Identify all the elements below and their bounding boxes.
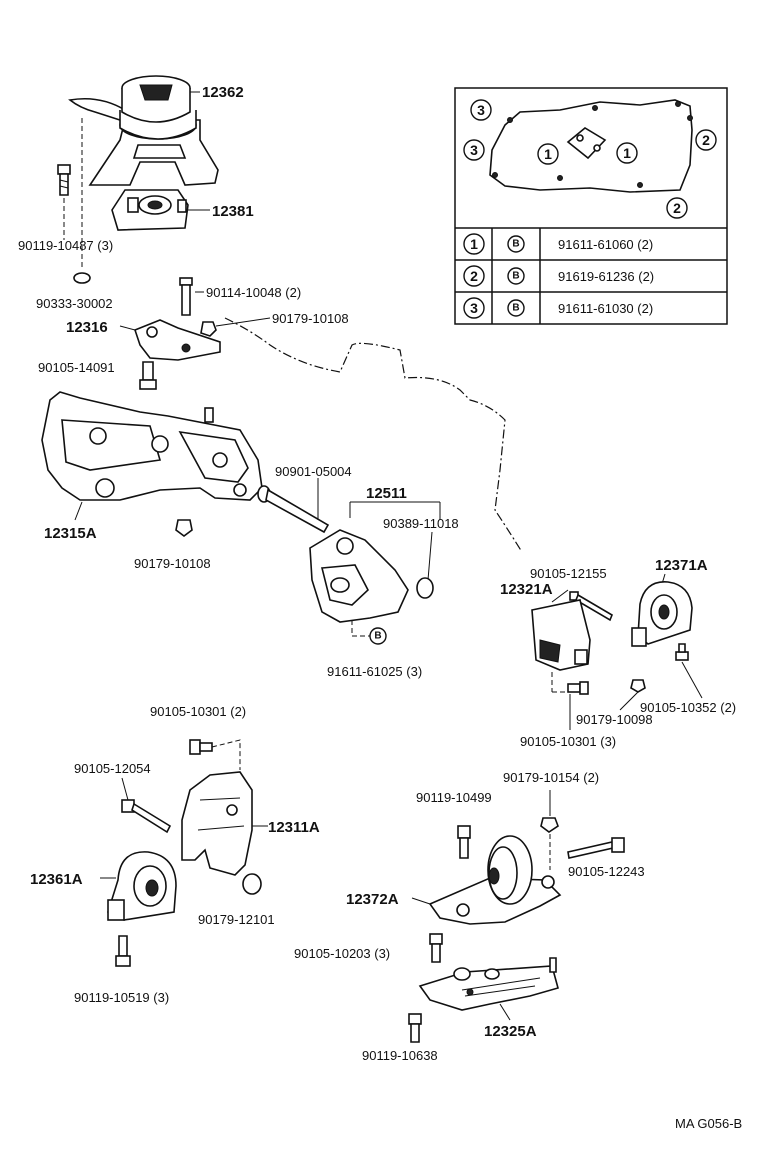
part-12315A-engine-bracket bbox=[41, 391, 263, 501]
label-90105-12054: 90105-12054 bbox=[74, 761, 151, 776]
part-12311A-bracket bbox=[181, 771, 253, 876]
legend-row-1-number: 1 bbox=[470, 236, 478, 252]
label-90105-10352: 90105-10352 (2) bbox=[640, 700, 736, 715]
label-12321A: 12321A bbox=[500, 581, 553, 598]
bolt-symbol-b: B bbox=[374, 631, 381, 642]
inset-marker-4: 1 bbox=[623, 145, 631, 161]
label-90105-12155: 90105-12155 bbox=[530, 566, 607, 581]
label-90333-30002: 90333-30002 bbox=[36, 296, 113, 311]
label-90105-10301-right: 90105-10301 (3) bbox=[520, 734, 616, 749]
label-12311A: 12311A bbox=[268, 819, 320, 836]
bolt-90105-12243-icon bbox=[567, 837, 625, 859]
nut-90179-12101-icon bbox=[242, 873, 262, 895]
label-12316: 12316 bbox=[66, 319, 108, 336]
part-12325A-bracket bbox=[418, 957, 559, 1011]
label-90179-12101: 90179-12101 bbox=[198, 912, 275, 927]
label-90114-10048: 90114-10048 (2) bbox=[206, 285, 301, 300]
nut-90179-10108-top-icon bbox=[200, 321, 217, 337]
label-91611-61025: 91611-61025 (3) bbox=[327, 664, 422, 679]
bolt-90119-10487-icon bbox=[57, 164, 71, 196]
label-90179-10098: 90179-10098 bbox=[576, 712, 653, 727]
bolt-90105-10301-right-icon bbox=[567, 681, 589, 695]
label-12511: 12511 bbox=[366, 485, 407, 502]
label-12325A: 12325A bbox=[484, 1023, 537, 1040]
label-12362: 12362 bbox=[202, 84, 244, 101]
bolt-symbol-b-icon bbox=[369, 627, 387, 645]
label-90179-10108-top: 90179-10108 bbox=[272, 311, 349, 326]
bolt-90119-10499-icon bbox=[457, 825, 471, 859]
inset-marker-6: 2 bbox=[673, 200, 681, 216]
legend-row-1-symbol: B bbox=[512, 239, 519, 250]
washer-90333-30002-icon bbox=[73, 272, 91, 284]
label-90901-05004: 90901-05004 bbox=[275, 464, 352, 479]
label-90105-12243: 90105-12243 bbox=[568, 864, 645, 879]
legend-row-3-number: 3 bbox=[470, 300, 478, 316]
part-12372A-mount bbox=[428, 835, 562, 925]
inset-marker-2: 3 bbox=[470, 142, 478, 158]
bolt-90901-05004-icon bbox=[257, 485, 330, 534]
label-12315A: 12315A bbox=[44, 525, 97, 542]
legend-row-1-part: 91611-61060 (2) bbox=[558, 237, 653, 252]
part-12371A-mount bbox=[631, 581, 693, 647]
legend-row-3-part: 91611-61030 (2) bbox=[558, 301, 653, 316]
label-90119-10487: 90119-10487 (3) bbox=[18, 238, 113, 253]
bolt-90105-10203-icon bbox=[429, 933, 443, 963]
part-12381-stopper bbox=[111, 189, 189, 231]
legend-row-3-symbol: B bbox=[512, 303, 519, 314]
part-12362-engine-mount bbox=[68, 75, 219, 186]
nut-90179-10154-icon bbox=[540, 817, 559, 833]
legend-row-2-symbol: B bbox=[512, 271, 519, 282]
bolt-90105-10352-icon bbox=[675, 643, 689, 661]
label-90119-10499: 90119-10499 bbox=[416, 790, 492, 805]
nut-90179-10098-icon bbox=[630, 679, 646, 693]
bolt-90105-12155-icon bbox=[569, 591, 613, 622]
label-12361A: 12361A bbox=[30, 871, 83, 888]
bolt-legend-inset: 3 3 1 1 2 2 1 B 91611-61060 (2) 2 B 9161… bbox=[454, 87, 728, 325]
inset-marker-1: 3 bbox=[477, 102, 485, 118]
label-90105-14091: 90105-14091 bbox=[38, 360, 115, 375]
engine-outline bbox=[224, 317, 523, 553]
label-90179-10154: 90179-10154 (2) bbox=[503, 770, 599, 785]
inset-marker-3: 1 bbox=[544, 146, 552, 162]
bolt-90105-10301-left-icon bbox=[189, 739, 213, 755]
part-12361A-mount bbox=[107, 851, 177, 921]
legend-row-2-number: 2 bbox=[470, 268, 478, 284]
part-12511-mount-bracket bbox=[309, 529, 409, 623]
label-90179-10108-lower: 90179-10108 bbox=[134, 556, 211, 571]
bolt-90105-12054-icon bbox=[121, 799, 172, 834]
label-90105-10301-left: 90105-10301 (2) bbox=[150, 704, 246, 719]
label-90119-10519: 90119-10519 (3) bbox=[74, 990, 169, 1005]
label-12371A: 12371A bbox=[655, 557, 708, 574]
part-12321A-bracket bbox=[531, 599, 591, 671]
bolt-90105-14091-icon bbox=[139, 361, 157, 390]
part-12316-bracket bbox=[134, 319, 221, 361]
inset-marker-5: 2 bbox=[702, 132, 710, 148]
label-12381: 12381 bbox=[212, 203, 254, 220]
label-12372A: 12372A bbox=[346, 891, 399, 908]
bolt-90119-10519-icon bbox=[115, 935, 131, 967]
label-90389-11018: 90389-11018 bbox=[383, 516, 459, 531]
nut-90389-11018-icon bbox=[416, 577, 434, 599]
label-90119-10638: 90119-10638 bbox=[362, 1048, 438, 1063]
bolt-90114-10048-icon bbox=[179, 277, 193, 316]
label-90105-10203: 90105-10203 (3) bbox=[294, 946, 390, 961]
drawing-code: MA G056-B bbox=[675, 1116, 742, 1131]
legend-row-2-part: 91619-61236 (2) bbox=[558, 269, 654, 284]
nut-90179-10108-lower-icon bbox=[175, 519, 193, 537]
bolt-90119-10638-icon bbox=[408, 1013, 422, 1043]
